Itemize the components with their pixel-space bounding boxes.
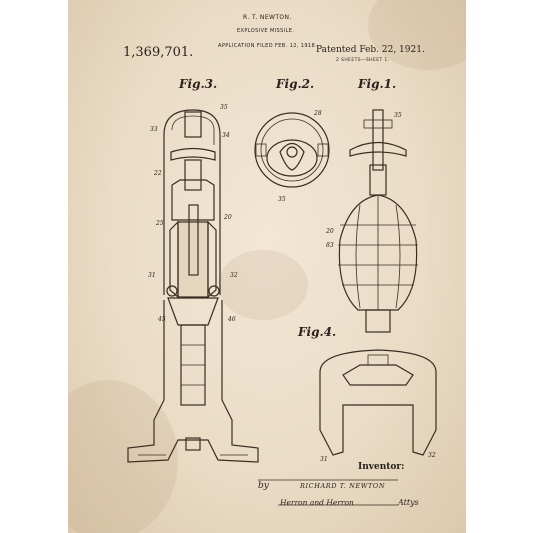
fig4-drawing <box>319 349 437 456</box>
fig2-drawing <box>254 112 330 188</box>
patent-number: 1,369,701. <box>123 45 194 60</box>
ref-num: 25 <box>156 220 164 227</box>
ref-num: 28 <box>314 110 322 117</box>
inventor-label: Inventor: <box>358 462 405 472</box>
fig3-label: Fig.3. <box>179 77 218 91</box>
fig4-label: Fig.4. <box>298 325 337 339</box>
ref-num: 34 <box>222 132 230 139</box>
ref-num: 32 <box>230 272 238 279</box>
patented-date: Patented Feb. 22, 1921. <box>316 45 425 55</box>
ref-num: 31 <box>148 272 156 279</box>
ref-num: 35 <box>394 112 402 119</box>
ref-num: 35 <box>278 196 286 203</box>
attys-label: Attys <box>398 498 419 507</box>
ref-num: 32 <box>428 452 436 459</box>
filed-date: APPLICATION FILED FEB. 12, 1918. <box>218 43 318 49</box>
ref-num: 35 <box>220 104 228 111</box>
ref-num: 45 <box>158 316 166 323</box>
attorney-signature: Herron and Herron <box>280 498 354 507</box>
inventor-header: R. T. NEWTON. <box>243 14 292 21</box>
patent-drawings <box>127 109 437 506</box>
ref-num: 22 <box>154 170 162 177</box>
sheet-count: 2 SHEETS—SHEET 1. <box>336 58 390 63</box>
ref-num: 46 <box>228 316 236 323</box>
ref-num: 20 <box>326 228 334 235</box>
inventor-name: Richard T. Newton <box>300 482 386 490</box>
ref-num: 20 <box>224 214 232 221</box>
ref-num: 33 <box>150 126 158 133</box>
fig1-label: Fig.1. <box>358 77 397 91</box>
patent-sheet: R. T. NEWTON. EXPLOSIVE MISSILE. APPLICA… <box>68 0 466 533</box>
fig2-label: Fig.2. <box>276 77 315 91</box>
fig1-drawing <box>338 109 418 333</box>
patent-title: EXPLOSIVE MISSILE. <box>237 28 295 34</box>
by-label: by <box>258 481 269 491</box>
ref-num: 83 <box>326 242 334 249</box>
fig3-drawing <box>127 109 259 463</box>
ref-num: 31 <box>320 456 328 463</box>
